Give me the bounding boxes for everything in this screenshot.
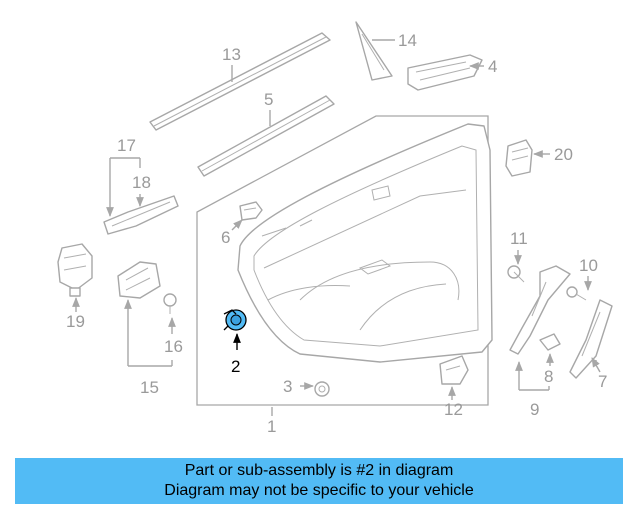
callout-11: 11 [510, 229, 528, 248]
part-18-bracket [103, 195, 179, 235]
part-2-highlighted [223, 309, 247, 331]
callout-19: 19 [66, 312, 85, 331]
part-4-inside-handle [407, 54, 483, 91]
callout-2: 2 [231, 357, 240, 376]
callout-12: 12 [444, 400, 463, 419]
callout-8: 8 [544, 367, 553, 386]
part-7-trim-strip [569, 299, 613, 379]
part-5-belt-moulding [197, 95, 335, 177]
callout-15: 15 [140, 378, 159, 397]
part-9-bracket [509, 265, 571, 355]
callout-20: 20 [554, 145, 573, 164]
banner-line-2: Diagram may not be specific to your vehi… [164, 482, 474, 499]
callout-17: 17 [117, 136, 136, 155]
callout-13: 13 [222, 45, 241, 64]
callout-6: 6 [221, 228, 230, 247]
part-10-bolt [566, 286, 587, 301]
part-12-lock-knob [439, 355, 469, 385]
callout-14: 14 [398, 31, 417, 50]
callout-18: 18 [132, 173, 151, 192]
part-19-switch [57, 243, 93, 297]
callout-7: 7 [598, 372, 607, 391]
part-20-switch [505, 139, 533, 177]
part-8-clip [539, 333, 561, 351]
part-16-screw [163, 293, 177, 314]
banner-line-1: Part or sub-assembly is #2 in diagram [184, 462, 454, 479]
callout-1: 1 [267, 417, 276, 436]
part-14-corner-trim [355, 21, 393, 81]
callout-5: 5 [264, 90, 273, 109]
callout-4: 4 [488, 57, 497, 76]
part-11-bolt [507, 265, 525, 283]
info-banner: Part or sub-assembly is #2 in diagram Di… [15, 458, 623, 504]
callout-16: 16 [164, 337, 183, 356]
part-13-weatherstrip [149, 32, 331, 131]
part-1-door-panel [196, 115, 493, 406]
callout-9: 9 [530, 400, 539, 419]
parts-diagram: 13 5 14 4 20 1 [57, 21, 613, 436]
part-6-clip [239, 201, 263, 221]
part-15-switch-bezel [117, 261, 161, 299]
callout-3: 3 [283, 377, 292, 396]
callout-10: 10 [579, 256, 598, 275]
part-3-screw [314, 381, 330, 397]
